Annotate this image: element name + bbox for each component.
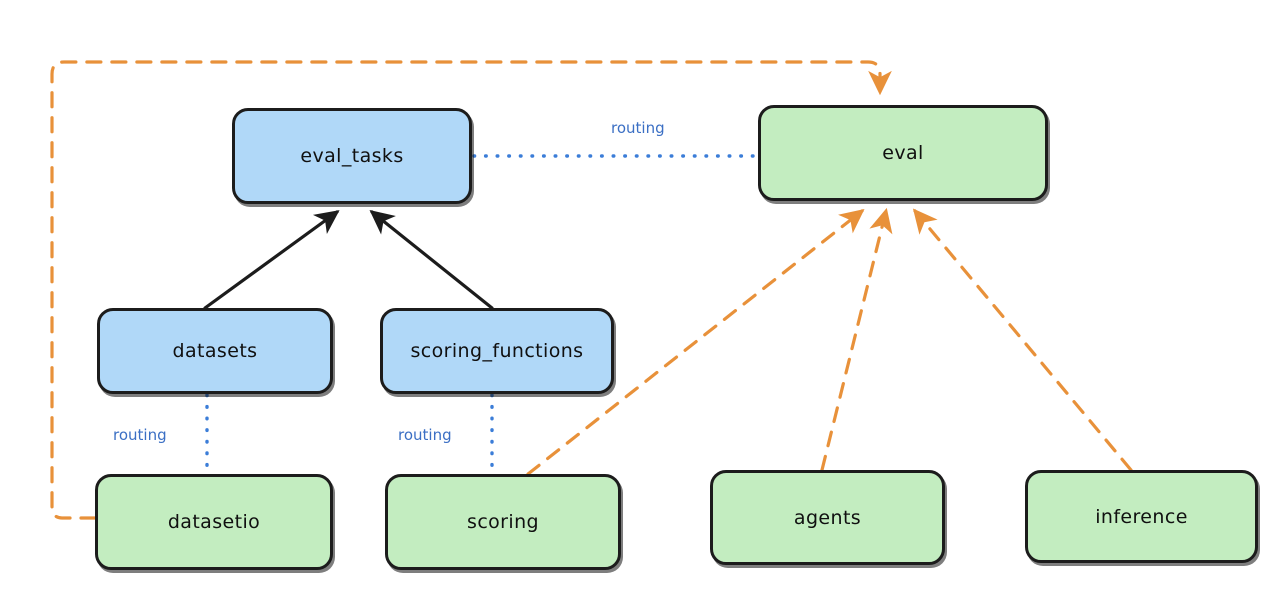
node-label-inference: inference <box>1095 505 1188 528</box>
node-label-eval: eval <box>882 142 924 164</box>
node-eval-tasks[interactable]: eval_tasks <box>232 108 472 204</box>
node-agents[interactable]: agents <box>710 470 945 565</box>
node-scoring-functions[interactable]: scoring_functions <box>380 308 614 394</box>
edge-label-scoring-functions-scoring: routing <box>398 426 452 444</box>
node-label-scoring-functions: scoring_functions <box>410 340 584 362</box>
edge-scoring-functions-eval-tasks <box>369 210 494 310</box>
edge-label-eval-tasks-eval: routing <box>611 119 665 137</box>
node-label-eval-tasks: eval_tasks <box>300 145 404 167</box>
edge-inference-eval <box>912 208 1133 472</box>
node-datasetio[interactable]: datasetio <box>95 474 333 570</box>
edge-label-datasets-datasetio: routing <box>113 426 167 444</box>
node-eval[interactable]: eval <box>758 105 1048 201</box>
node-label-datasetio: datasetio <box>167 511 261 533</box>
node-datasets[interactable]: datasets <box>97 308 333 394</box>
edge-agents-eval <box>820 207 893 472</box>
edge-datasets-eval-tasks <box>203 210 340 310</box>
node-label-scoring: scoring <box>467 511 539 533</box>
node-label-agents: agents <box>793 506 862 529</box>
node-label-datasets: datasets <box>172 340 258 362</box>
node-scoring[interactable]: scoring <box>385 474 621 570</box>
node-inference[interactable]: inference <box>1025 470 1258 563</box>
